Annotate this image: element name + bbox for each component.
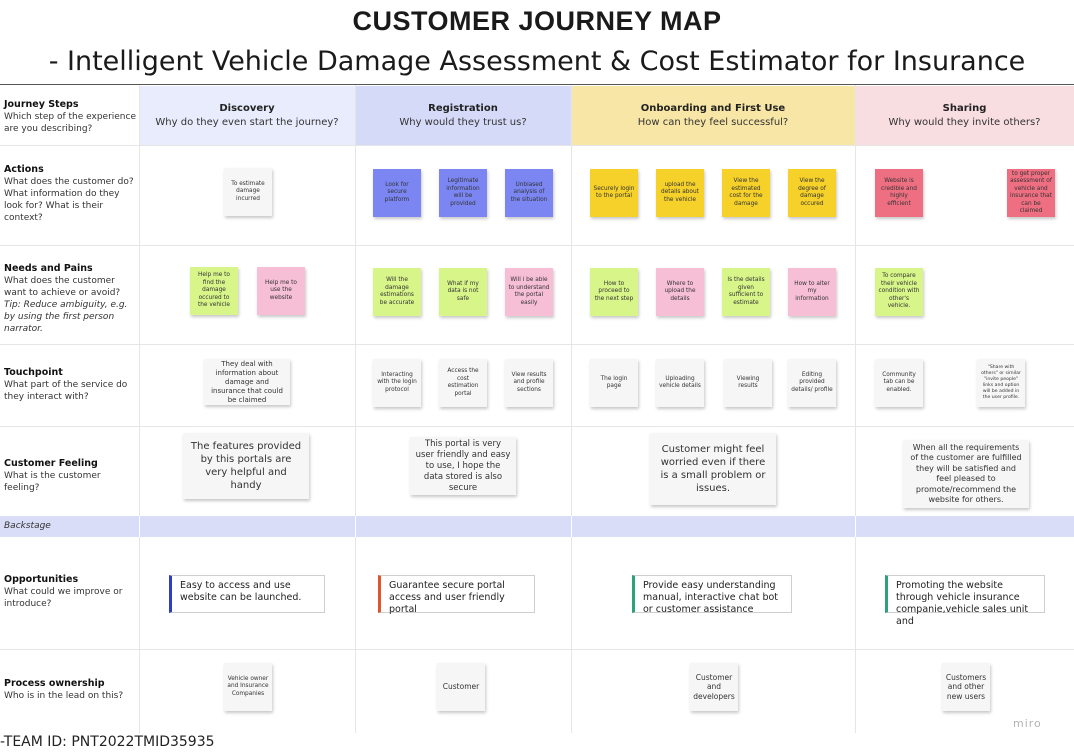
sticky-note[interactable]: Uploading vehicle details xyxy=(656,359,704,407)
page-title: CUSTOMER JOURNEY MAP xyxy=(352,6,722,36)
row-desc: What is the customer feeling? xyxy=(4,471,101,493)
sticky-note[interactable]: "Share with others" or similar "invite p… xyxy=(977,359,1025,407)
sticky-note[interactable]: upload the details about the vehicle xyxy=(656,169,704,217)
row-divider xyxy=(0,245,1074,246)
phase-sharing: Sharing Why would they invite others? xyxy=(855,86,1074,145)
column-divider xyxy=(139,85,140,733)
phase-name: Onboarding and First Use xyxy=(640,103,786,114)
row-desc: What does the customer do? What informat… xyxy=(4,177,134,223)
phase-registration: Registration Why would they trust us? xyxy=(355,86,571,145)
sticky-note[interactable]: How to alter my information xyxy=(788,268,836,316)
column-divider xyxy=(855,85,856,733)
sticky-note[interactable]: How to proceed to the next step xyxy=(590,268,638,316)
column-divider xyxy=(571,85,572,733)
row-title: Opportunities xyxy=(4,574,79,585)
sticky-note[interactable]: The features provided by this portals ar… xyxy=(183,433,309,499)
phase-question: How can they feel successful? xyxy=(637,117,789,128)
phase-discovery: Discovery Why do they even start the jou… xyxy=(139,86,355,145)
column-divider xyxy=(355,85,356,733)
sticky-note[interactable]: to get proper assessment of vehicle and … xyxy=(1007,169,1055,217)
row-tip: Tip: Reduce ambiguity, e.g. by using the… xyxy=(4,300,128,334)
phase-question: Why do they even start the journey? xyxy=(155,117,339,128)
sticky-note[interactable]: Customer xyxy=(437,663,485,711)
row-desc: Who is in the lead on this? xyxy=(4,691,124,701)
sticky-note[interactable]: The login page xyxy=(590,359,638,407)
phase-question: Why would they invite others? xyxy=(888,117,1041,128)
backstage-band: Backstage xyxy=(0,516,1074,537)
sticky-note[interactable]: Look for secure platform xyxy=(373,169,421,217)
opportunity-card[interactable]: Easy to access and use website can be la… xyxy=(169,575,325,613)
sticky-note[interactable]: Customers and other new users xyxy=(942,663,990,711)
sticky-note[interactable]: View the degree of damage occured xyxy=(788,169,836,217)
sticky-note[interactable]: Customer might feel worried even if ther… xyxy=(650,433,776,505)
sticky-note[interactable]: Website is credible and highly efficient xyxy=(875,169,923,217)
sticky-note[interactable]: Interacting with the login protocol xyxy=(373,359,421,407)
row-title: Process ownership xyxy=(4,678,105,689)
sticky-note[interactable]: Will the damage estimations be accurate xyxy=(373,268,421,316)
sticky-note[interactable]: Vehicle owner and Insurance Companies xyxy=(224,663,272,711)
phase-name: Sharing xyxy=(942,103,987,114)
sticky-note[interactable]: Securely login to the portal xyxy=(590,169,638,217)
sticky-note[interactable]: Unbiased analysis of the situation xyxy=(505,169,553,217)
sticky-note[interactable]: They deal with information about damage … xyxy=(204,359,290,405)
phase-name: Registration xyxy=(428,103,498,114)
sticky-note[interactable]: View the estimated cost for the damage xyxy=(722,169,770,217)
sticky-note[interactable]: Community tab can be enabled. xyxy=(875,359,923,407)
phase-name: Discovery xyxy=(219,103,275,114)
row-divider xyxy=(0,344,1074,345)
page-subtitle: - Intelligent Vehicle Damage Assessment … xyxy=(48,46,1026,77)
miro-logo: miro xyxy=(1013,717,1042,730)
row-title: Needs and Pains xyxy=(4,263,93,274)
sticky-note[interactable]: Will i be able to understand the portal … xyxy=(505,268,553,316)
opportunity-card[interactable]: Promoting the website through vehicle in… xyxy=(885,575,1045,627)
sticky-note[interactable]: Where to upload the details xyxy=(656,268,704,316)
sticky-note[interactable]: To estimate damage incurred xyxy=(224,168,272,216)
row-divider xyxy=(0,649,1074,650)
backstage-label: Backstage xyxy=(4,521,51,531)
sticky-note[interactable]: Legitimate information will be provided xyxy=(439,169,487,217)
row-desc: What does the customer want to achieve o… xyxy=(4,276,121,298)
row-title: Journey Steps xyxy=(4,99,79,110)
sticky-note[interactable]: Help me to find the damage occured to th… xyxy=(190,267,238,315)
sticky-note[interactable]: Is the details given sufficient to estim… xyxy=(722,268,770,316)
row-divider xyxy=(0,145,1074,146)
sticky-note[interactable]: Editing provided details/ profile xyxy=(788,359,836,407)
opportunity-card[interactable]: Provide easy understanding manual, inter… xyxy=(632,575,792,615)
journey-board: Discovery Why do they even start the jou… xyxy=(0,84,1074,733)
phase-onboarding: Onboarding and First Use How can they fe… xyxy=(571,86,855,145)
sticky-note[interactable]: To compare their vehicle condition with … xyxy=(875,268,923,316)
sticky-note[interactable]: View results and profile sections xyxy=(505,359,553,407)
sticky-note[interactable]: Help me to use the website xyxy=(257,267,305,315)
row-title: Actions xyxy=(4,164,44,175)
sticky-note[interactable]: Customer and developers xyxy=(690,663,738,711)
sticky-note[interactable]: When all the requirements of the custome… xyxy=(903,440,1029,508)
opportunity-card[interactable]: Guarantee secure portal access and user … xyxy=(378,575,535,615)
team-id-footer: -TEAM ID: PNT2022TMID35935 xyxy=(0,734,215,750)
row-desc: What could we improve or introduce? xyxy=(4,587,123,609)
row-divider xyxy=(0,426,1074,427)
row-title: Customer Feeling xyxy=(4,458,98,469)
row-desc: Which step of the experience are you des… xyxy=(4,112,136,134)
sticky-note[interactable]: What if my data is not safe xyxy=(439,268,487,316)
sticky-note[interactable]: Access the cost estimation portal xyxy=(439,359,487,407)
sticky-note[interactable]: Viewing results xyxy=(724,359,772,407)
sticky-note[interactable]: This portal is very user friendly and ea… xyxy=(410,437,516,495)
row-desc: What part of the service do they interac… xyxy=(4,380,128,402)
row-title: Touchpoint xyxy=(4,367,63,378)
phase-question: Why would they trust us? xyxy=(399,117,527,128)
